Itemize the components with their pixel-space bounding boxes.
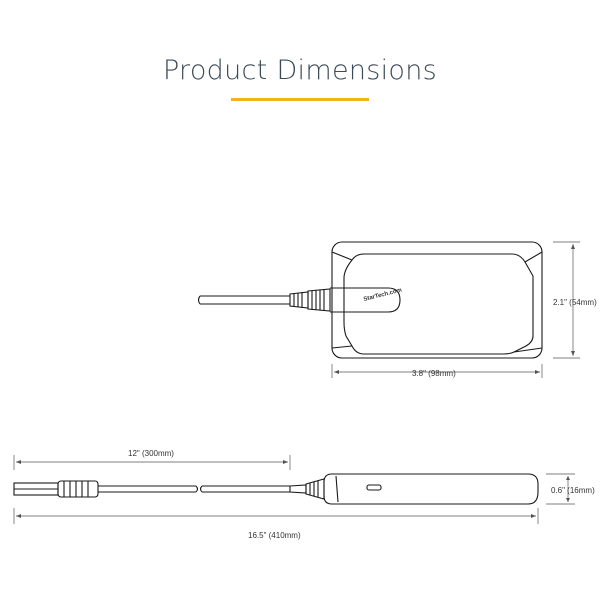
corner-bevel bbox=[331, 251, 353, 261]
hood-edge bbox=[335, 475, 339, 503]
side-thickness-label: 0.6" (16mm) bbox=[551, 486, 595, 495]
side-collar bbox=[289, 484, 307, 494]
side-view-device bbox=[13, 473, 539, 505]
top-height-label: 2.1" (54mm) bbox=[553, 298, 597, 307]
side-strain-relief bbox=[305, 478, 325, 500]
page-title: Product Dimensions bbox=[162, 55, 438, 86]
title-underline bbox=[231, 98, 369, 101]
top-view-device bbox=[197, 241, 543, 359]
side-dimension-lines bbox=[13, 455, 575, 524]
usb-c-port bbox=[366, 484, 382, 491]
top-width-label: 3.8" (98mm) bbox=[412, 369, 456, 378]
total-length-label: 16.5" (410mm) bbox=[248, 531, 301, 540]
device-top-panel bbox=[343, 253, 534, 355]
top-dimension-lines bbox=[331, 241, 580, 378]
arrowheads bbox=[16, 244, 575, 518]
cable-collar bbox=[289, 291, 309, 309]
brand-logo-text: StarTech.com bbox=[363, 288, 403, 303]
device-side-body bbox=[323, 473, 539, 505]
cable-hood bbox=[330, 287, 401, 313]
corner-bevel bbox=[331, 345, 353, 349]
device-outer-body bbox=[331, 241, 543, 359]
corner-bevel bbox=[513, 347, 543, 353]
strain-relief bbox=[307, 288, 331, 312]
corner-bevel bbox=[524, 251, 543, 263]
cable-length-label: 12" (300mm) bbox=[128, 449, 174, 458]
